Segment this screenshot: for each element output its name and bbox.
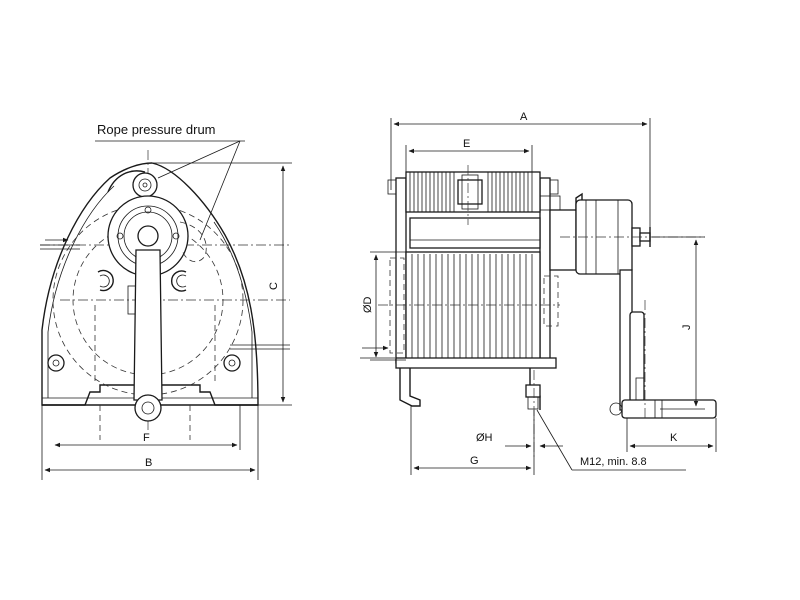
front-dimensions: [41, 162, 292, 480]
crank-arm: [133, 249, 163, 401]
dim-label-b: B: [145, 457, 152, 469]
side-view: [378, 165, 717, 460]
gearbox-housing: [549, 209, 577, 271]
right-mount-bolt: [223, 354, 241, 372]
dim-label-g: G: [470, 455, 479, 467]
front-housing-inner: [47, 185, 115, 398]
side-base-plate: [395, 357, 557, 369]
dim-label-a: A: [520, 111, 528, 123]
left-mount-bolt: [47, 354, 65, 372]
crank-hub: [134, 394, 162, 422]
left-circlip: [97, 269, 114, 292]
dim-label-f: F: [143, 432, 150, 444]
dim-label-d: ØD: [362, 296, 374, 313]
bolt-spec-label: M12, min. 8.8: [580, 456, 647, 468]
side-dimensions: [360, 118, 717, 475]
callout-rope-pressure-drum: Rope pressure drum: [97, 122, 216, 137]
right-circlip: [170, 270, 187, 292]
dim-label-j: J: [681, 325, 693, 331]
dim-label-c: C: [268, 282, 280, 290]
front-view: [40, 140, 290, 440]
bolt-leader: [536, 409, 573, 471]
front-housing-outline: [41, 162, 259, 406]
upper-pressure-roller: [405, 171, 541, 213]
dim-label-h: ØH: [476, 432, 493, 444]
left-foot: [399, 368, 421, 407]
dim-label-e: E: [463, 138, 470, 150]
dim-label-k: K: [670, 432, 678, 444]
right-side-plate: [539, 177, 551, 364]
rope-drum: [405, 251, 541, 361]
left-side-plate: [395, 177, 407, 364]
rope-drum-windings: [411, 254, 533, 358]
upper-spring-coils: [409, 172, 533, 212]
top-pressure-roller: [132, 172, 158, 198]
